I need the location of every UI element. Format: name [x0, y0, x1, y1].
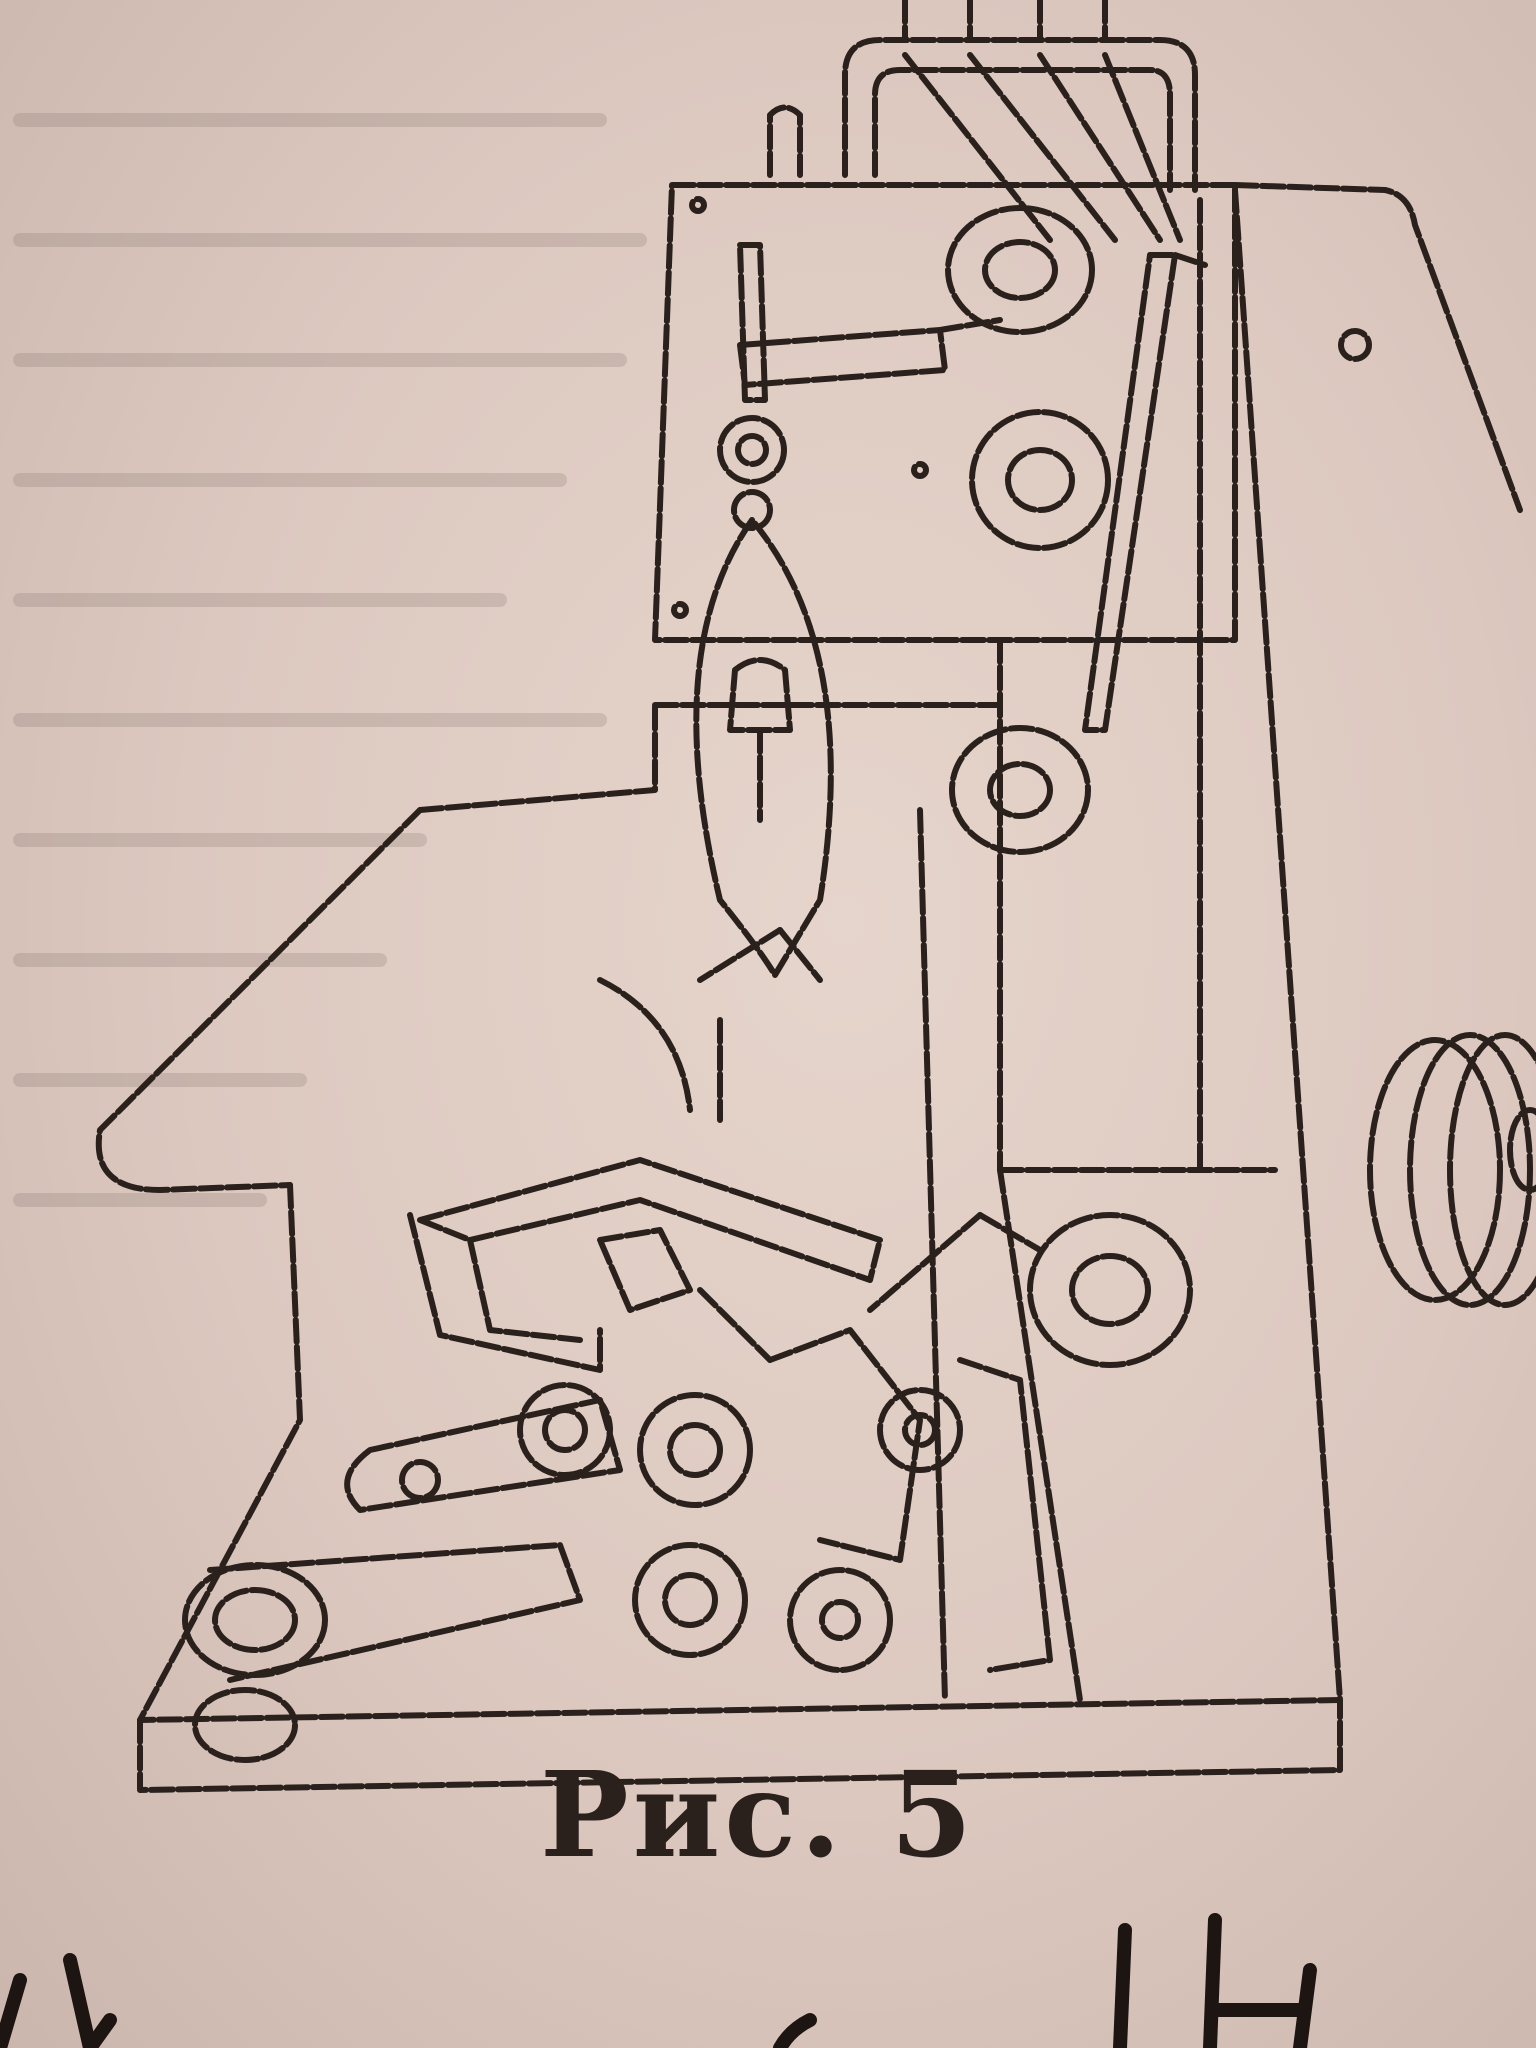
adjuster-knob-5	[877, 1387, 963, 1473]
figure-caption: Рис. 5	[540, 1745, 977, 1884]
machine-body	[1232, 182, 1523, 513]
spool-pin	[767, 104, 803, 178]
handwheel	[1367, 1037, 1503, 1303]
looper-lever	[344, 1397, 623, 1513]
handwritten-marks	[0, 1913, 1317, 2048]
tension-disc-1	[945, 205, 1095, 335]
thread-pin	[737, 242, 768, 403]
thread-guide-loop	[842, 37, 1198, 193]
tension-disc-3	[949, 725, 1091, 855]
presser-foot	[417, 1157, 883, 1283]
tension-disc-4	[1027, 1212, 1193, 1368]
front-plate	[652, 182, 1238, 643]
base-pivot	[182, 1562, 328, 1678]
machine-bed	[417, 702, 658, 813]
needle-holder	[693, 517, 834, 978]
tension-disc-2	[969, 409, 1111, 551]
adjuster-knob-4	[787, 1567, 893, 1673]
adjuster-knob-3	[632, 1542, 748, 1658]
adjuster-knob-2	[637, 1392, 753, 1508]
